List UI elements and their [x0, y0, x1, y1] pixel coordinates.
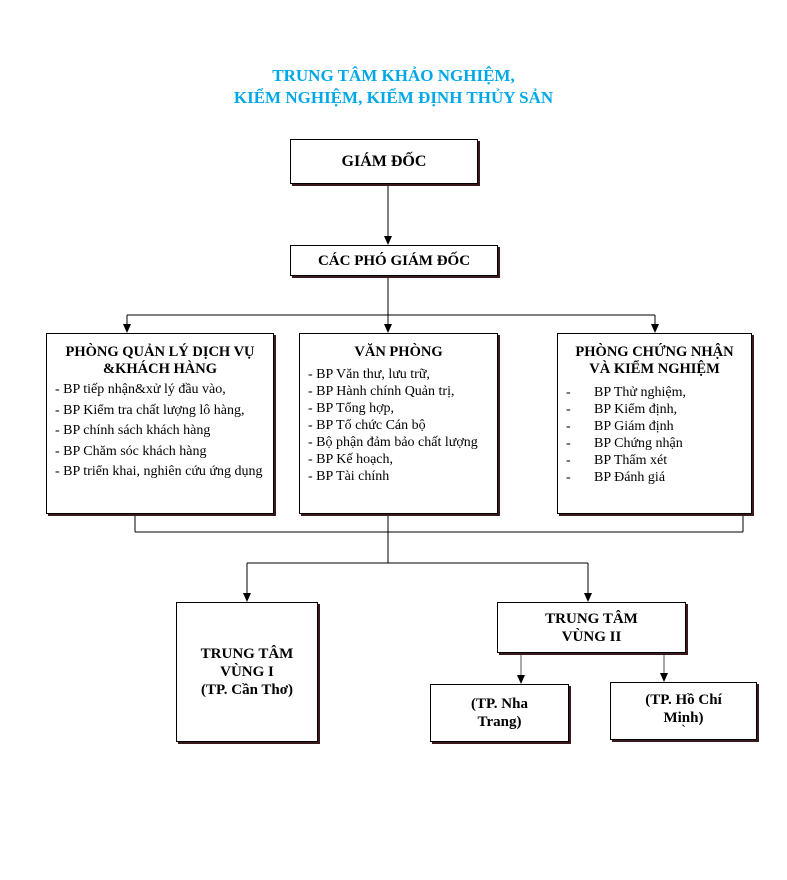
department-service-customer: PHÒNG QUẢN LÝ DỊCH VỤ&KHÁCH HÀNG - BP ti… — [46, 333, 274, 514]
dept-title: VĂN PHÒNG — [354, 344, 443, 360]
list-item: -BP Chứng nhận — [566, 436, 683, 451]
region-2-line: TRUNG TÂM — [545, 610, 638, 627]
director-label: GIÁM ĐỐC — [341, 152, 427, 170]
director-box: GIÁM ĐỐC — [290, 139, 478, 184]
region-1-line: TRUNG TÂM — [200, 646, 294, 662]
list-item: - BP triển khai, nghiên cứu ứng dụng — [55, 464, 263, 479]
list-item: - BP tiếp nhận&xử lý đầu vào, — [55, 382, 226, 397]
list-item: -BP Kiểm định, — [566, 402, 678, 417]
chart-title-line1: TRUNG TÂM KHẢO NGHIỆM, — [272, 66, 515, 85]
list-item: - BP Tổ chức Cán bộ — [308, 418, 426, 433]
hcm-line: Minh) — [663, 710, 704, 726]
hcm-line: (TP. Hồ Chí — [645, 692, 722, 708]
deputy-director-box: CÁC PHÓ GIÁM ĐỐC — [290, 245, 498, 276]
list-item: - BP Hành chính Quản trị, — [308, 384, 455, 399]
dept-title: &KHÁCH HÀNG — [103, 361, 217, 377]
nha-trang-line: (TP. Nha — [471, 696, 528, 712]
chart-title-line2: KIỂM NGHIỆM, KIỂM ĐỊNH THỦY SẢN — [233, 88, 554, 107]
list-item: - BP Kiểm tra chất lượng lô hàng, — [55, 402, 245, 418]
list-item: -BP Đánh giá — [566, 470, 666, 485]
dept-title: VÀ KIỂM NGHIỆM — [589, 361, 720, 377]
region-1-box: TRUNG TÂM VÙNG I (TP. Cần Thơ) — [176, 602, 318, 742]
list-item: - BP Chăm sóc khách hàng — [55, 443, 207, 459]
list-item: -BP Thử nghiệm, — [566, 385, 686, 400]
list-item: - Bộ phận đảm bảo chất lượng — [308, 435, 478, 450]
list-item: -BP Giám định — [566, 419, 674, 434]
list-item: - BP chính sách khách hàng — [55, 423, 211, 438]
department-office: VĂN PHÒNG - BP Văn thư, lưu trữ, - BP Hàn… — [299, 333, 498, 514]
region-2-line: VÙNG II — [561, 628, 622, 645]
list-item: - BP Tài chính — [308, 469, 390, 484]
nha-trang-line: Trang) — [477, 714, 522, 730]
region-1-city: (TP. Cần Thơ) — [200, 682, 294, 698]
list-item: - BP Văn thư, lưu trữ, — [308, 367, 430, 382]
dept-title: PHÒNG CHỨNG NHẬN — [575, 344, 734, 360]
list-item: -BP Thẩm xét — [566, 453, 668, 468]
stray-mark: ` — [681, 723, 686, 739]
region-1-line: VÙNG I — [220, 664, 274, 680]
dept-title: PHÒNG QUẢN LÝ DỊCH VỤ — [65, 344, 255, 360]
deputy-label: CÁC PHÓ GIÁM ĐỐC — [317, 252, 471, 269]
list-item: - BP Kế hoạch, — [308, 452, 394, 467]
list-item: - BP Tổng hợp, — [308, 401, 394, 416]
